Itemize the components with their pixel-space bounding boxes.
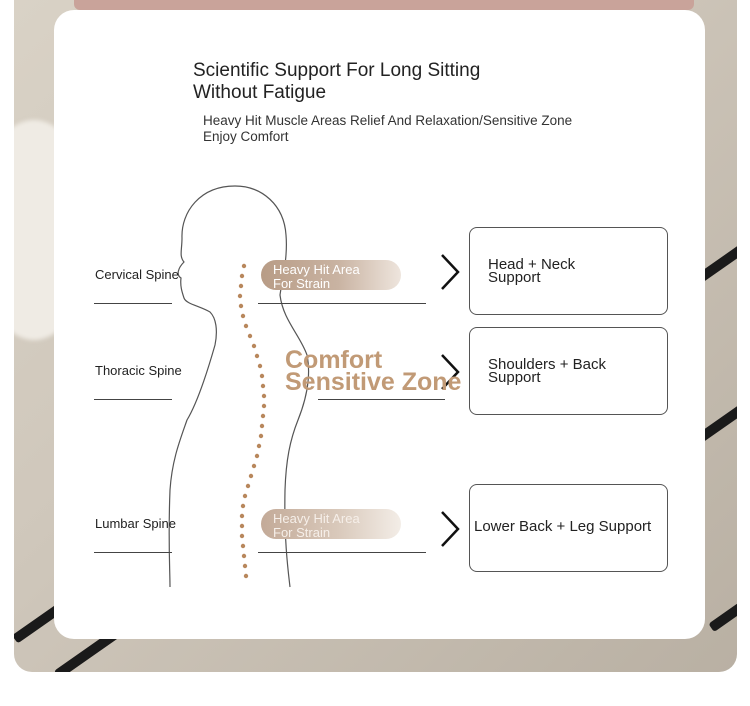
support-line: Shoulders + Back <box>488 356 606 373</box>
head-neck-support-label: Head + Neck Support <box>488 256 576 286</box>
title-line: Scientific Support For Long Sitting <box>193 60 481 81</box>
support-line: Support <box>488 369 541 386</box>
badge-line: For Strain <box>273 276 331 291</box>
background-fabric <box>74 0 694 10</box>
body-outline-back <box>234 185 310 588</box>
badge-line: Heavy Hit Area <box>273 262 360 277</box>
lower-back-leg-support-box <box>469 484 668 572</box>
head-neck-support-box <box>469 227 668 315</box>
lumbar-spine-label: Lumbar Spine <box>95 516 176 531</box>
chevron-right-icon <box>441 254 460 290</box>
spine-dots <box>237 263 267 579</box>
cervical-spine-label: Cervical Spine <box>95 267 179 282</box>
badge-line: Heavy Hit Area <box>273 511 360 526</box>
support-line: Head + Neck <box>488 256 576 273</box>
divider-line <box>94 552 172 553</box>
comfort-line: Comfort <box>285 346 383 374</box>
divider-line <box>94 303 172 304</box>
chevron-right-icon <box>441 511 460 547</box>
page-title: Scientific Support For Long Sitting With… <box>193 60 583 104</box>
divider-line <box>258 303 426 304</box>
divider-line <box>258 552 426 553</box>
badge-line: For Strain <box>273 525 331 540</box>
heavy-hit-area-badge: Heavy Hit Area For Strain <box>261 260 401 291</box>
lower-back-leg-support-label: Lower Back + Leg Support <box>474 518 652 535</box>
support-line: Support <box>488 269 541 286</box>
thoracic-spine-label: Thoracic Spine <box>95 363 182 378</box>
chevron-right-icon <box>441 354 460 390</box>
page-subtitle: Heavy Hit Muscle Areas Relief And Relaxa… <box>203 113 573 144</box>
comfort-sensitive-zone-label: Comfort Sensitive Zone <box>285 346 462 396</box>
divider-line <box>94 399 172 400</box>
shoulders-back-support-box <box>469 327 668 415</box>
title-line: Without Fatigue <box>193 82 327 103</box>
shoulders-back-support-label: Shoulders + Back Support <box>488 356 606 386</box>
divider-line <box>318 399 445 400</box>
heavy-hit-area-badge: Heavy Hit Area For Strain <box>261 509 401 540</box>
body-outline-front <box>168 185 236 588</box>
comfort-line: Sensitive Zone <box>285 368 462 396</box>
